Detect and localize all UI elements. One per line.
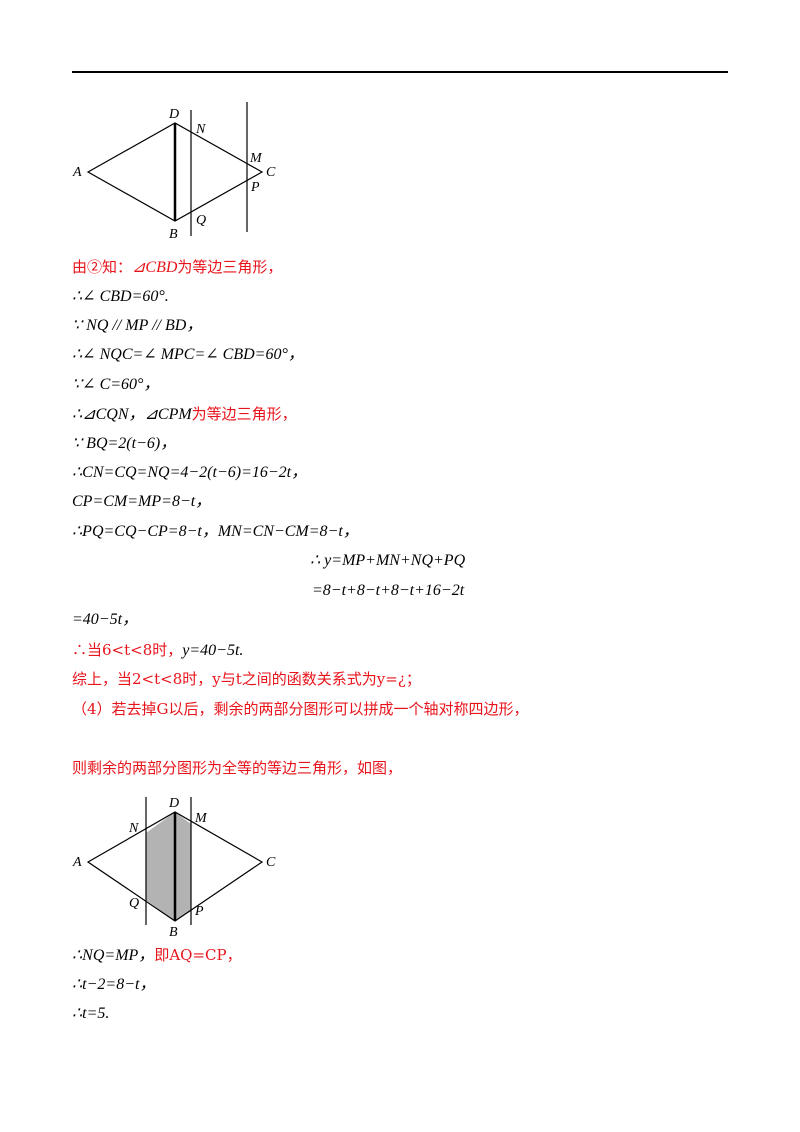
label-M: M: [194, 811, 208, 826]
label-D: D: [168, 107, 179, 122]
label-C: C: [266, 855, 276, 870]
line-5: ∵∠ C=60°，: [72, 376, 160, 393]
line-9: CP=CM=MP=8−t，: [72, 493, 212, 510]
line-2: ∴∠ CBD=60°.: [72, 288, 169, 305]
line-12: =8−t+8−t+8−t+16−2t: [312, 582, 465, 599]
line-8: ∴CN=CQ=NQ=4−2(t−6)=16−2t，: [72, 464, 308, 481]
label-A: A: [72, 855, 82, 870]
line-17: 则剩余的两部分图形为全等的等边三角形，如图，: [72, 759, 403, 777]
line-15: 综上，当2<t<8时，y与t之间的函数关系式为y=¿；: [72, 670, 421, 688]
header-rule: [72, 71, 728, 73]
line-7: ∵ BQ=2(t−6)，: [72, 435, 177, 452]
line-19: ∴t−2=8−t，: [72, 976, 156, 993]
line-1: 由②知：⊿CBD为等边三角形，: [72, 258, 283, 276]
label-Q: Q: [196, 213, 206, 228]
label-M: M: [249, 151, 263, 166]
line-3: ∵ NQ // MP // BD，: [72, 317, 203, 334]
label-P: P: [250, 180, 260, 195]
label-B: B: [169, 925, 178, 940]
label-A: A: [72, 165, 82, 180]
line-4: ∴∠ NQC=∠ MPC=∠ CBD=60°，: [72, 346, 304, 363]
line-18: ∴NQ=MP，即AQ=CP，: [72, 946, 242, 964]
line-6: ∴⊿CQN，⊿CPM为等边三角形，: [72, 405, 297, 423]
rhombus-figure-1: A D N M C P Q B: [72, 102, 276, 242]
label-Q: Q: [129, 896, 139, 911]
label-N: N: [195, 122, 206, 137]
line-11: ∴ y=MP+MN+NQ+PQ: [310, 552, 466, 569]
line-16: （4）若去掉G以后，剩余的两部分图形可以拼成一个轴对称四边形，: [72, 700, 529, 718]
label-D: D: [168, 796, 179, 811]
rhombus-figure-2: A D M N C Q P B: [72, 796, 276, 940]
label-P: P: [194, 904, 204, 919]
label-B: B: [169, 227, 178, 242]
line-10: ∴PQ=CQ−CP=8−t，MN=CN−CM=8−t，: [72, 523, 359, 540]
line-13: =40−5t，: [72, 611, 139, 628]
label-N: N: [128, 821, 139, 836]
line-20: ∴t=5.: [72, 1005, 110, 1022]
label-C: C: [266, 165, 276, 180]
line-14: ∴当6<t<8时，y=40−5t.: [72, 641, 244, 659]
